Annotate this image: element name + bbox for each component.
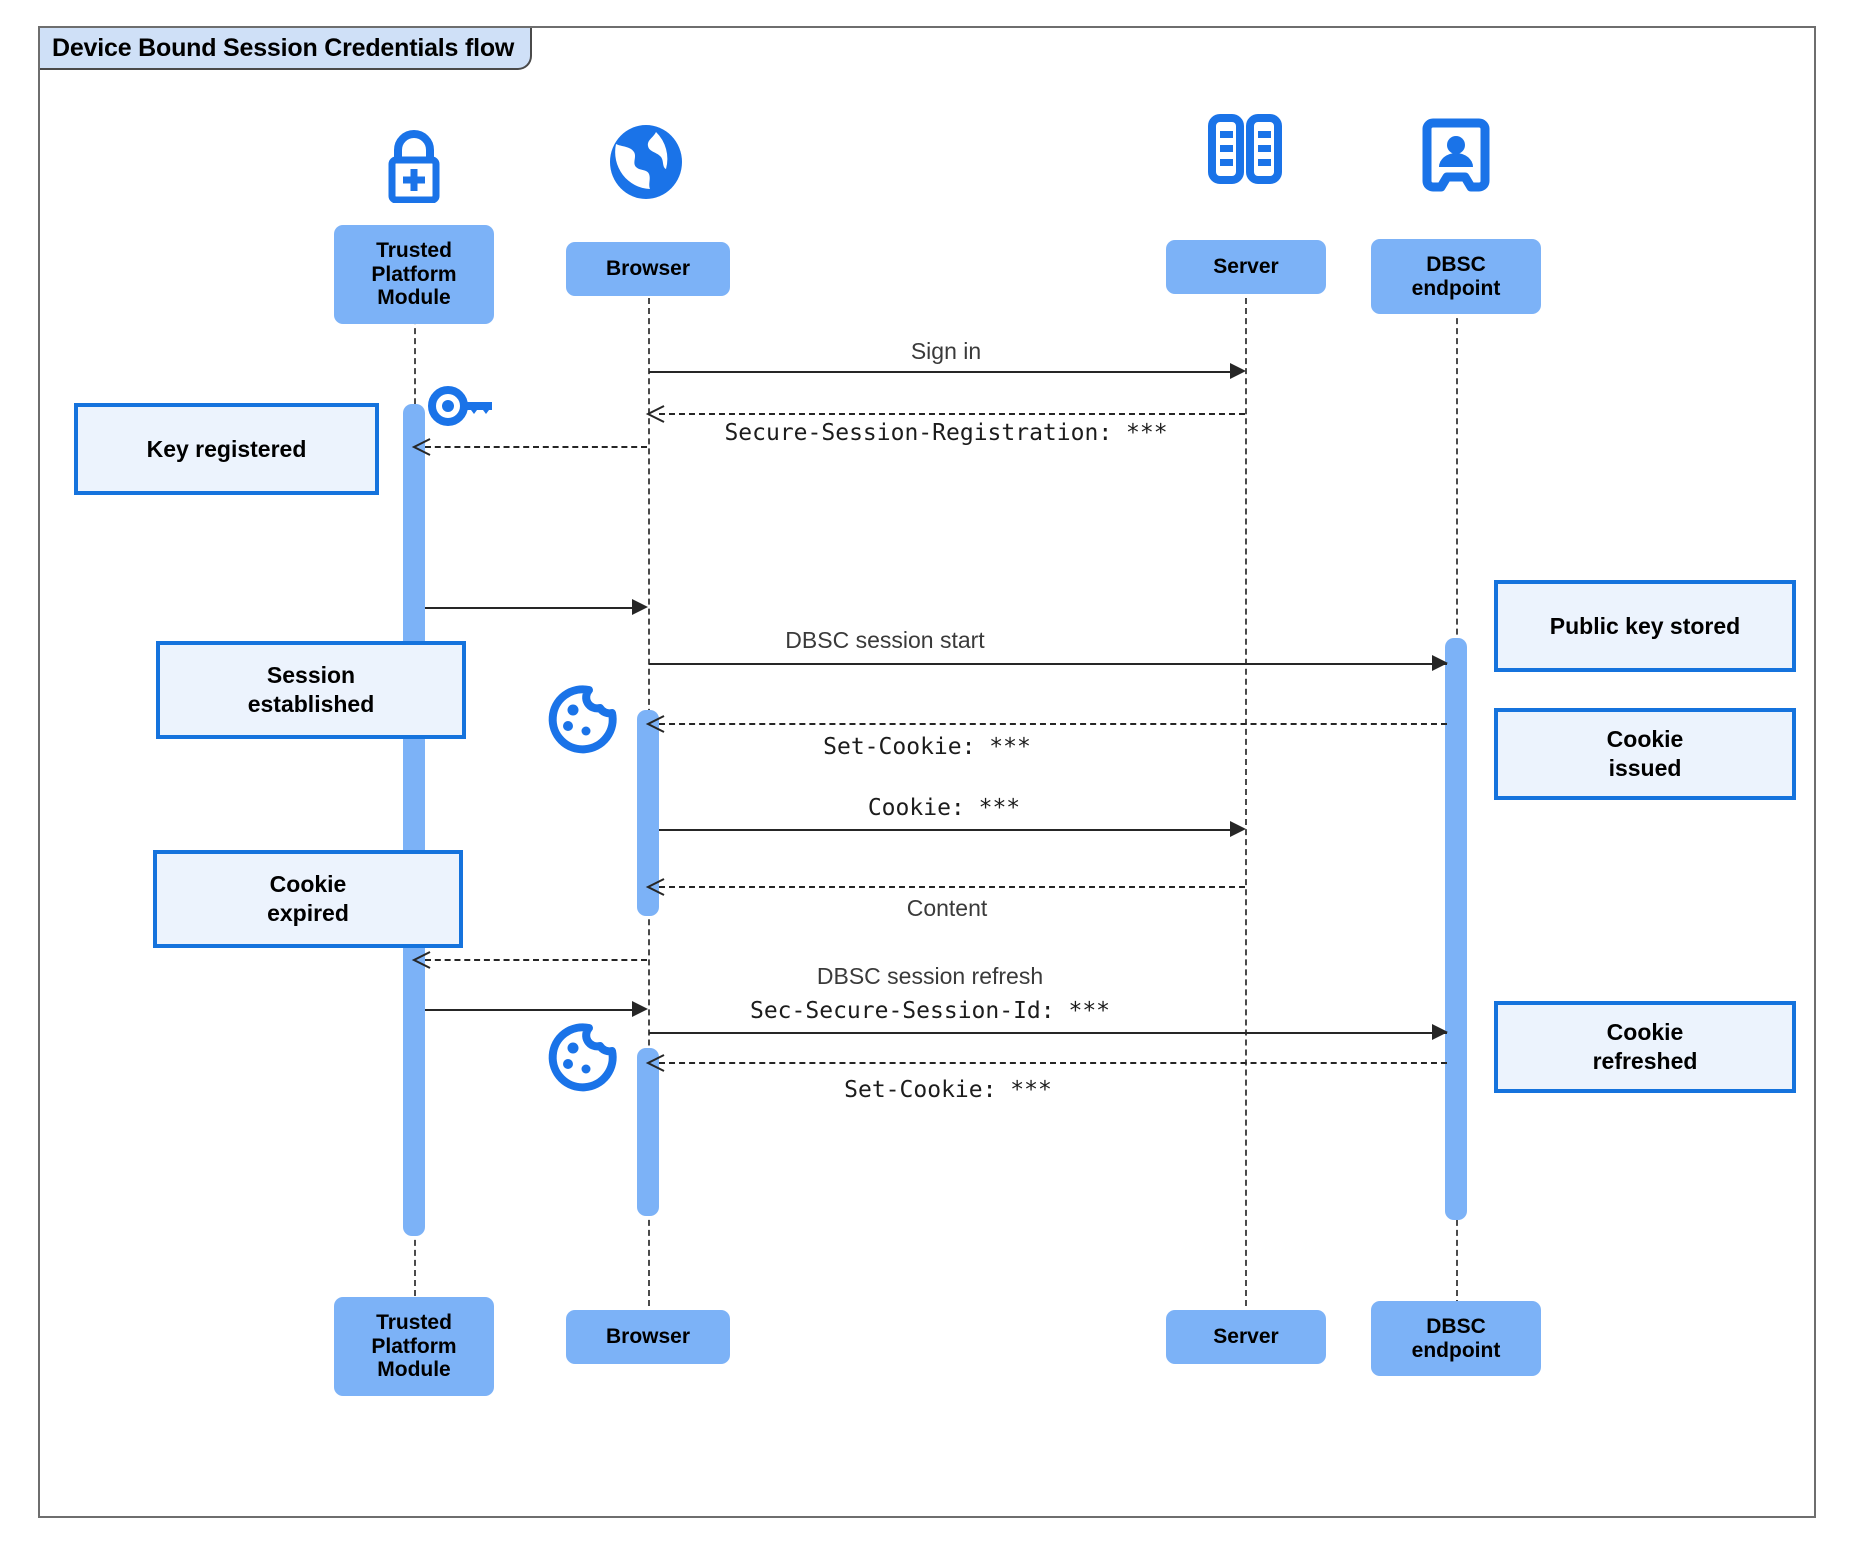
lifeline-server — [1245, 278, 1247, 1306]
note-cookie-expired-line1: Cookie — [269, 871, 347, 898]
participant-tpm-label-line2: Platform — [371, 262, 457, 286]
key-icon — [426, 382, 498, 435]
note-cookie-expired: Cookie expired — [153, 850, 463, 948]
participant-browser-top[interactable]: Browser — [566, 242, 730, 296]
participant-server-bottom-label: Server — [1213, 1325, 1279, 1349]
message-label-set-cookie-1: Set-Cookie: *** — [823, 734, 1031, 760]
arrowhead-left-browser-to-tpm-refresh — [411, 950, 431, 969]
note-session-established: Session established — [156, 641, 466, 739]
participant-dbsc-bottom[interactable]: DBSC endpoint — [1371, 1301, 1541, 1376]
participant-browser-bottom-label: Browser — [605, 1325, 691, 1349]
participant-server-top[interactable]: Server — [1166, 240, 1326, 294]
participant-tpm-label-line1: Trusted — [376, 239, 452, 263]
arrowhead-left-set-cookie-2 — [645, 1053, 665, 1072]
arrowhead-left-set-cookie-1 — [645, 714, 665, 733]
message-line-tpm-to-browser-refresh — [425, 1009, 636, 1011]
participant-tpm-bottom-line3: Module — [377, 1358, 451, 1382]
note-cookie-refreshed: Cookie refreshed — [1494, 1001, 1796, 1093]
activation-bar-browser-1 — [637, 710, 659, 916]
participant-dbsc-label-line2: endpoint — [1411, 276, 1501, 300]
globe-icon — [604, 122, 688, 207]
participant-tpm-bottom-line1: Trusted — [376, 1311, 452, 1335]
participant-server-label: Server — [1213, 255, 1279, 279]
activation-bar-dbsc — [1445, 638, 1467, 1220]
participant-dbsc-bottom-line1: DBSC — [1426, 1314, 1486, 1338]
message-line-browser-to-tpm-refresh — [425, 959, 647, 961]
participant-tpm-bottom[interactable]: Trusted Platform Module — [334, 1297, 494, 1396]
message-label-set-cookie-2: Set-Cookie: *** — [844, 1077, 1052, 1103]
arrowhead-left-browser-to-tpm-register — [411, 437, 431, 456]
cookie-icon-2 — [546, 1022, 618, 1099]
note-cookie-refreshed-line1: Cookie — [1606, 1019, 1684, 1046]
message-label-dbsc-session-refresh: DBSC session refresh — [816, 963, 1044, 989]
note-cookie-expired-line2: expired — [267, 900, 349, 926]
participant-dbsc-top[interactable]: DBSC endpoint — [1371, 239, 1541, 314]
note-cookie-issued-line1: Cookie — [1606, 726, 1684, 753]
id-badge-icon — [1421, 115, 1491, 200]
message-line-set-cookie-1 — [659, 723, 1447, 725]
message-line-cookie — [659, 829, 1236, 831]
activation-bar-browser-2 — [637, 1048, 659, 1216]
note-session-established-line1: Session — [266, 662, 356, 689]
arrowhead-right-sign-in — [1230, 363, 1246, 379]
message-line-secure-session-registration — [659, 413, 1245, 415]
lock-plus-icon — [374, 128, 454, 208]
participant-server-bottom[interactable]: Server — [1166, 1310, 1326, 1364]
message-line-dbsc-session-start — [649, 663, 1447, 665]
participant-tpm-label-line3: Module — [377, 286, 451, 310]
participant-browser-label: Browser — [605, 257, 691, 281]
message-line-dbsc-session-refresh — [649, 1032, 1447, 1034]
note-cookie-refreshed-line2: refreshed — [1592, 1048, 1698, 1074]
message-label-dbsc-session-start: DBSC session start — [785, 627, 985, 653]
message-line-browser-to-tpm-register — [425, 446, 647, 448]
participant-tpm-bottom-line2: Platform — [371, 1334, 457, 1358]
arrowhead-right-tpm-to-browser-key — [632, 599, 648, 615]
activation-bar-tpm — [403, 404, 425, 1236]
participant-dbsc-label-line1: DBSC — [1426, 252, 1486, 276]
arrowhead-right-tpm-to-browser-refresh — [632, 1001, 648, 1017]
note-key-registered: Key registered — [74, 403, 379, 495]
note-key-registered-label: Key registered — [146, 435, 307, 462]
note-public-key-stored-label: Public key stored — [1549, 612, 1741, 639]
arrowhead-right-cookie — [1230, 821, 1246, 837]
server-racks-icon — [1200, 112, 1290, 193]
message-label-sec-secure-session-id: Sec-Secure-Session-Id: *** — [749, 998, 1111, 1024]
arrowhead-right-dbsc-session-refresh — [1432, 1024, 1448, 1040]
note-cookie-issued: Cookie issued — [1494, 708, 1796, 800]
cookie-icon-1 — [546, 684, 618, 761]
participant-dbsc-bottom-line2: endpoint — [1411, 1338, 1501, 1362]
message-line-set-cookie-2 — [659, 1062, 1447, 1064]
arrowhead-left-secure-session-registration — [645, 404, 665, 423]
message-label-secure-session-registration: Secure-Session-Registration: *** — [724, 420, 1168, 446]
message-line-sign-in — [649, 371, 1236, 373]
message-line-content — [659, 886, 1245, 888]
message-label-cookie: Cookie: *** — [867, 795, 1021, 821]
arrowhead-right-dbsc-session-start — [1432, 655, 1448, 671]
arrowhead-left-content — [645, 877, 665, 896]
message-label-sign-in: Sign in — [910, 338, 982, 364]
message-line-tpm-to-browser-key — [425, 607, 636, 609]
participant-browser-bottom[interactable]: Browser — [566, 1310, 730, 1364]
note-cookie-issued-line2: issued — [1608, 755, 1682, 781]
note-public-key-stored: Public key stored — [1494, 580, 1796, 672]
diagram-title: Device Bound Session Credentials flow — [40, 28, 533, 70]
note-session-established-line2: established — [247, 691, 375, 717]
participant-tpm-top[interactable]: Trusted Platform Module — [334, 225, 494, 324]
message-label-content: Content — [906, 895, 988, 921]
